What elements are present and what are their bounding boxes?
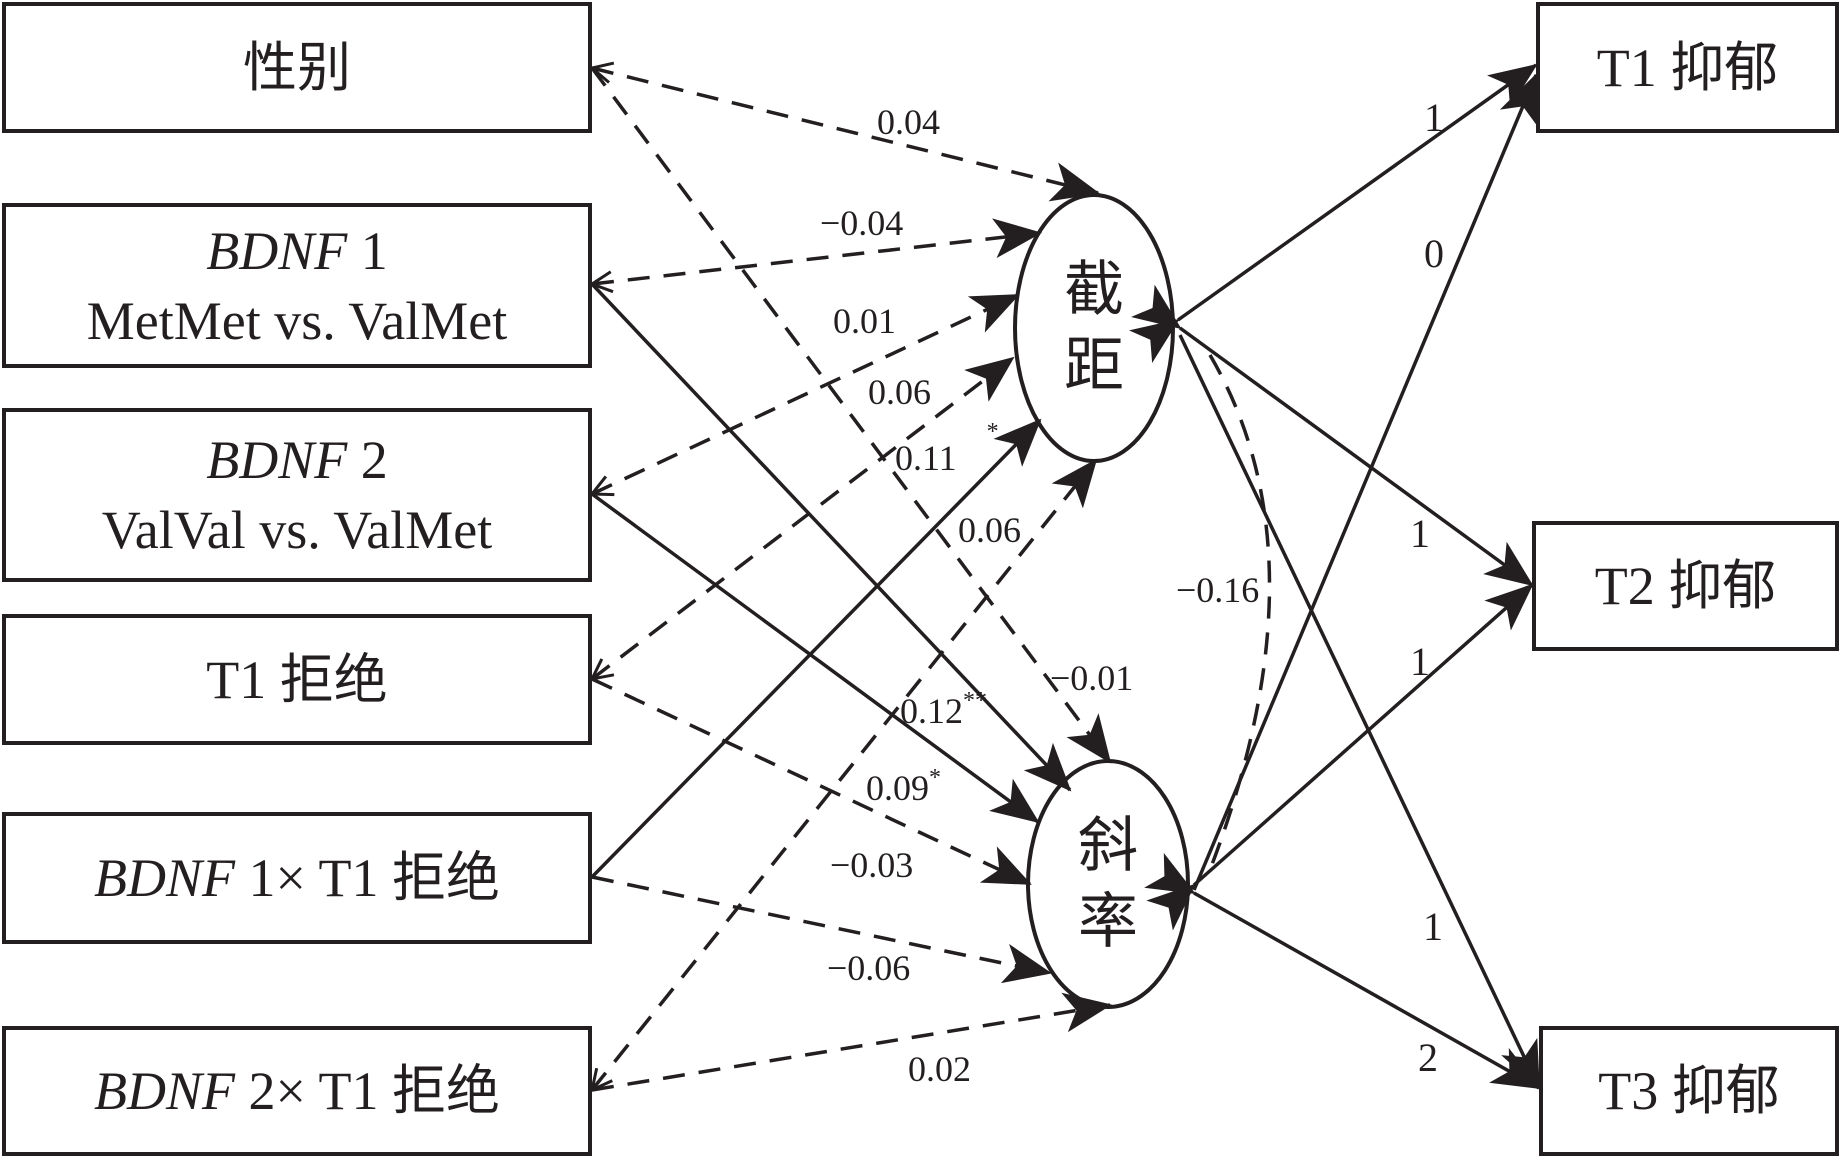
predictor-label: BDNF 2 bbox=[206, 425, 388, 495]
coef-value: −0.06 bbox=[827, 948, 911, 988]
path-rejection-intercept bbox=[592, 356, 1013, 679]
coef-bdnf1-intercept: −0.04 bbox=[820, 203, 903, 243]
coef-value: −0.04 bbox=[820, 203, 904, 243]
coef-gender-slope: −0.01 bbox=[1050, 658, 1133, 698]
path-bdnf2x-intercept bbox=[592, 460, 1098, 1090]
coef-value: 0.04 bbox=[877, 102, 940, 142]
intercept-char-1: 截 bbox=[1064, 257, 1124, 323]
predictor-sublabel: ValVal vs. ValMet bbox=[102, 495, 492, 565]
predictor-label: BDNF 2× T1 拒绝 bbox=[94, 1056, 500, 1126]
label-text-italic: BDNF bbox=[206, 220, 348, 281]
predictor-label: 性别 bbox=[243, 33, 351, 103]
outcome-label: T1 抑郁 bbox=[1596, 37, 1779, 98]
loading-label-slope-t2: 1 bbox=[1410, 639, 1430, 684]
label-text: MetMet vs. ValMet bbox=[86, 290, 508, 351]
predictor-label: BDNF 1× T1 拒绝 bbox=[94, 843, 500, 913]
coef-bdnf1x-slope: −0.06 bbox=[827, 948, 910, 988]
intercept-char-2: 距 bbox=[1064, 333, 1124, 399]
label-text-italic: BDNF bbox=[94, 1061, 236, 1121]
outcome-box-t3: T3 抑郁 bbox=[1539, 1026, 1839, 1156]
loading-intercept-t1 bbox=[1128, 63, 1538, 363]
coef-value: 0.06 bbox=[868, 372, 931, 412]
label-text: 2× T1 拒绝 bbox=[235, 1061, 500, 1121]
path-gender-intercept bbox=[592, 68, 1098, 193]
coef-gender-intercept: 0.04 bbox=[877, 102, 940, 142]
label-text: ValVal vs. ValMet bbox=[101, 500, 493, 560]
coef-bdnf2x-slope: 0.02 bbox=[908, 1049, 971, 1089]
predictor-sublabel: MetMet vs. ValMet bbox=[87, 286, 507, 356]
coef-value: −0.01 bbox=[1050, 658, 1134, 698]
coef-bdnf1-slope: 0.12** bbox=[900, 688, 987, 731]
loading-label-intercept-t1: 1 bbox=[1424, 95, 1444, 140]
coef-value: 0.09 bbox=[866, 768, 929, 808]
path-bdnf1x-intercept bbox=[590, 418, 1042, 879]
predictor-box-bdnf1x: BDNF 1× T1 拒绝 bbox=[2, 812, 592, 944]
path-bdnf2x-slope bbox=[591, 992, 1112, 1092]
coef-value: 0.12 bbox=[900, 691, 963, 731]
covariance-intercept-slope bbox=[1206, 354, 1272, 876]
sig-marker: ** bbox=[963, 688, 987, 714]
predictor-box-rejection: T1 拒绝 bbox=[2, 614, 592, 745]
sig-marker: * bbox=[986, 419, 999, 445]
sig-marker: * bbox=[929, 765, 941, 791]
loading-label-slope-t3: 2 bbox=[1418, 1035, 1438, 1080]
loading-label-slope-t1: 0 bbox=[1424, 231, 1444, 276]
label-text: 2 bbox=[347, 430, 388, 490]
slope-label: 斜 率 bbox=[1068, 808, 1148, 960]
slope-char-1: 斜 bbox=[1078, 813, 1138, 879]
coef-bdnf2-intercept: 0.01 bbox=[833, 301, 896, 341]
predictor-box-gender: 性别 bbox=[2, 2, 592, 133]
label-text-italic: BDNF bbox=[94, 848, 236, 908]
predictor-box-bdnf2x: BDNF 2× T1 拒绝 bbox=[2, 1026, 592, 1156]
coef-rejection-intercept: 0.06 bbox=[868, 372, 931, 412]
coef-bdnf1x-intercept: 0.11 * bbox=[895, 420, 999, 478]
path-bdnf1x-slope bbox=[591, 875, 1052, 984]
coef-bdnf2x-intercept: 0.06 bbox=[958, 510, 1021, 550]
predictor-label: BDNF 1 bbox=[206, 216, 388, 286]
label-text-italic: BDNF bbox=[206, 430, 348, 490]
predictor-box-bdnf1: BDNF 1 MetMet vs. ValMet bbox=[2, 203, 592, 368]
label-text: T1 拒绝 bbox=[206, 649, 388, 710]
loading-slope-t2 bbox=[1146, 583, 1534, 931]
path-bdnf1-intercept bbox=[592, 233, 1040, 284]
slope-char-2: 率 bbox=[1078, 889, 1138, 955]
coef-rejection-slope: −0.03 bbox=[830, 845, 913, 885]
path-rejection-slope bbox=[591, 677, 1032, 886]
loading-label-intercept-t3: 1 bbox=[1423, 904, 1443, 949]
coef-value: 0.11 bbox=[895, 438, 957, 478]
loading-slope-t3 bbox=[1144, 852, 1541, 1090]
intercept-label: 截 距 bbox=[1054, 252, 1134, 404]
path-gender-slope bbox=[590, 66, 1112, 764]
coef-bdnf2-slope: 0.09* bbox=[866, 765, 941, 808]
loading-intercept-t2 bbox=[1131, 284, 1534, 587]
label-text: 1 bbox=[347, 220, 388, 281]
coef-value: −0.03 bbox=[830, 845, 914, 885]
path-bdnf2-slope bbox=[590, 492, 1040, 824]
predictor-box-bdnf2: BDNF 2 ValVal vs. ValMet bbox=[2, 408, 592, 582]
predictor-label: T1 拒绝 bbox=[206, 645, 388, 715]
coef-value: 0.01 bbox=[833, 301, 896, 341]
loading-intercept-t3 bbox=[1178, 334, 1541, 1090]
path-bdnf1-slope bbox=[590, 282, 1072, 792]
label-text: 1× T1 拒绝 bbox=[235, 848, 500, 908]
outcome-label: T3 抑郁 bbox=[1598, 1061, 1780, 1121]
outcome-box-t1: T1 抑郁 bbox=[1536, 2, 1839, 133]
loading-slope-t1 bbox=[1192, 73, 1538, 891]
coef-value: 0.02 bbox=[908, 1049, 971, 1089]
outcome-box-t2: T2 抑郁 bbox=[1532, 521, 1839, 651]
outcome-label: T2 抑郁 bbox=[1594, 556, 1777, 616]
label-text: 性别 bbox=[243, 37, 351, 98]
loading-label-intercept-t2: 1 bbox=[1410, 511, 1430, 556]
covariance-label: −0.16 bbox=[1176, 570, 1260, 610]
coef-value: 0.06 bbox=[958, 510, 1021, 550]
